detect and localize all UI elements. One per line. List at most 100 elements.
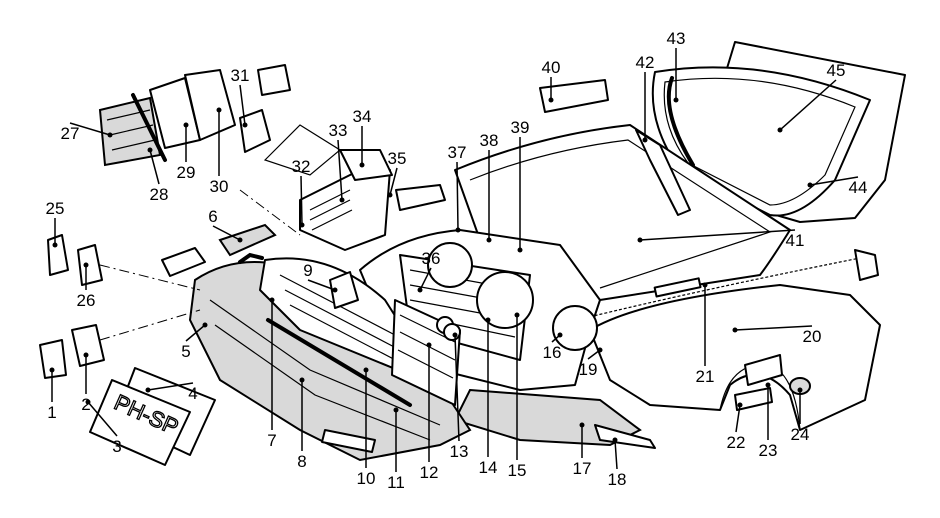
leader-dot-43	[673, 97, 679, 103]
leader-line-33	[337, 139, 343, 201]
part-label-19: 19	[579, 360, 598, 379]
leader-dot-29	[183, 122, 189, 128]
part-label-16: 16	[543, 343, 562, 362]
part-label-44: 44	[849, 178, 868, 197]
leader-dot-35	[387, 192, 393, 198]
leader-dot-26	[83, 262, 89, 268]
license-plates: PH-SP	[89, 367, 216, 466]
part-label-4: 4	[188, 384, 197, 403]
part-label-39: 39	[511, 118, 530, 137]
part-label-24: 24	[791, 425, 810, 444]
part-label-8: 8	[297, 452, 306, 471]
leader-dot-4	[145, 387, 151, 393]
leader-line-4	[147, 382, 194, 391]
part-label-15: 15	[508, 461, 527, 480]
leader-line-5	[185, 324, 206, 342]
leader-dot-1	[49, 367, 55, 373]
part-label-36: 36	[422, 249, 441, 268]
leader-dot-8	[299, 377, 305, 383]
leader-dot-10	[363, 367, 369, 373]
part-label-17: 17	[573, 459, 592, 478]
part-label-21: 21	[696, 367, 715, 386]
leader-line-6	[212, 225, 241, 241]
part-label-40: 40	[542, 58, 561, 77]
leader-dot-27	[107, 132, 113, 138]
part-label-22: 22	[727, 433, 746, 452]
part-label-7: 7	[267, 431, 276, 450]
part-label-18: 18	[608, 470, 627, 489]
part-label-10: 10	[357, 469, 376, 488]
small-brackets	[39, 79, 811, 411]
leader-dot-41	[637, 237, 643, 243]
leader-line-27	[69, 122, 111, 136]
leader-dot-31	[242, 122, 248, 128]
leader-dot-25	[52, 242, 58, 248]
part-label-2: 2	[81, 395, 90, 414]
leader-dot-23	[765, 382, 771, 388]
part-label-30: 30	[210, 177, 229, 196]
leader-dot-5	[202, 322, 208, 328]
part-label-26: 26	[77, 291, 96, 310]
leader-dot-13	[452, 332, 458, 338]
leader-dot-37	[455, 227, 461, 233]
leader-dot-15	[514, 312, 520, 318]
leader-dot-40	[548, 97, 554, 103]
leader-dot-6	[237, 237, 243, 243]
part-label-27: 27	[61, 124, 80, 143]
leader-dot-39	[517, 247, 523, 253]
part-label-28: 28	[150, 185, 169, 204]
leader-dot-7	[269, 297, 275, 303]
air-filter-housing	[263, 124, 393, 251]
leader-dot-16	[557, 332, 563, 338]
leader-line-31	[239, 84, 246, 126]
leader-dot-20	[732, 327, 738, 333]
leader-dot-24	[797, 387, 803, 393]
part-label-42: 42	[636, 53, 655, 72]
leader-line-20	[734, 325, 813, 331]
headlamp-assembly	[98, 64, 291, 167]
hood-strut-and-cable	[584, 249, 879, 319]
grille-insert	[391, 299, 461, 406]
leader-dot-19	[597, 347, 603, 353]
leader-dot-38	[486, 237, 492, 243]
leader-line-37	[456, 161, 459, 231]
part-label-45: 45	[827, 61, 846, 80]
part-label-5: 5	[181, 342, 190, 361]
part-label-35: 35	[388, 149, 407, 168]
leader-line-35	[389, 167, 398, 196]
leader-dot-44	[807, 182, 813, 188]
leader-line-45	[779, 79, 837, 131]
fender	[589, 284, 881, 431]
leader-dot-22	[737, 402, 743, 408]
leader-dot-32	[299, 222, 305, 228]
alignment-lines	[99, 189, 301, 341]
leader-line-36	[419, 267, 432, 291]
lower-apron	[453, 388, 656, 449]
leader-dot-30	[216, 107, 222, 113]
leader-dot-42	[642, 137, 648, 143]
leader-line-9	[307, 279, 336, 291]
leader-dot-21	[702, 282, 708, 288]
bumper-strip	[218, 223, 277, 257]
leader-line-3	[87, 401, 118, 437]
part-label-37: 37	[448, 143, 467, 162]
part-label-23: 23	[759, 441, 778, 460]
part-label-31: 31	[231, 66, 250, 85]
part-label-9: 9	[303, 261, 312, 280]
leader-line-41	[639, 229, 796, 241]
leader-dot-12	[426, 342, 432, 348]
part-label-6: 6	[208, 207, 217, 226]
leader-line-44	[809, 176, 859, 186]
part-label-43: 43	[667, 29, 686, 48]
leader-dot-28	[147, 147, 153, 153]
part-label-34: 34	[353, 107, 372, 126]
front-license-plate	[89, 379, 191, 466]
part-label-11: 11	[387, 473, 405, 492]
part-label-32: 32	[292, 157, 311, 176]
leader-dot-17	[579, 422, 585, 428]
part-label-33: 33	[329, 121, 348, 140]
leader-dot-45	[777, 127, 783, 133]
